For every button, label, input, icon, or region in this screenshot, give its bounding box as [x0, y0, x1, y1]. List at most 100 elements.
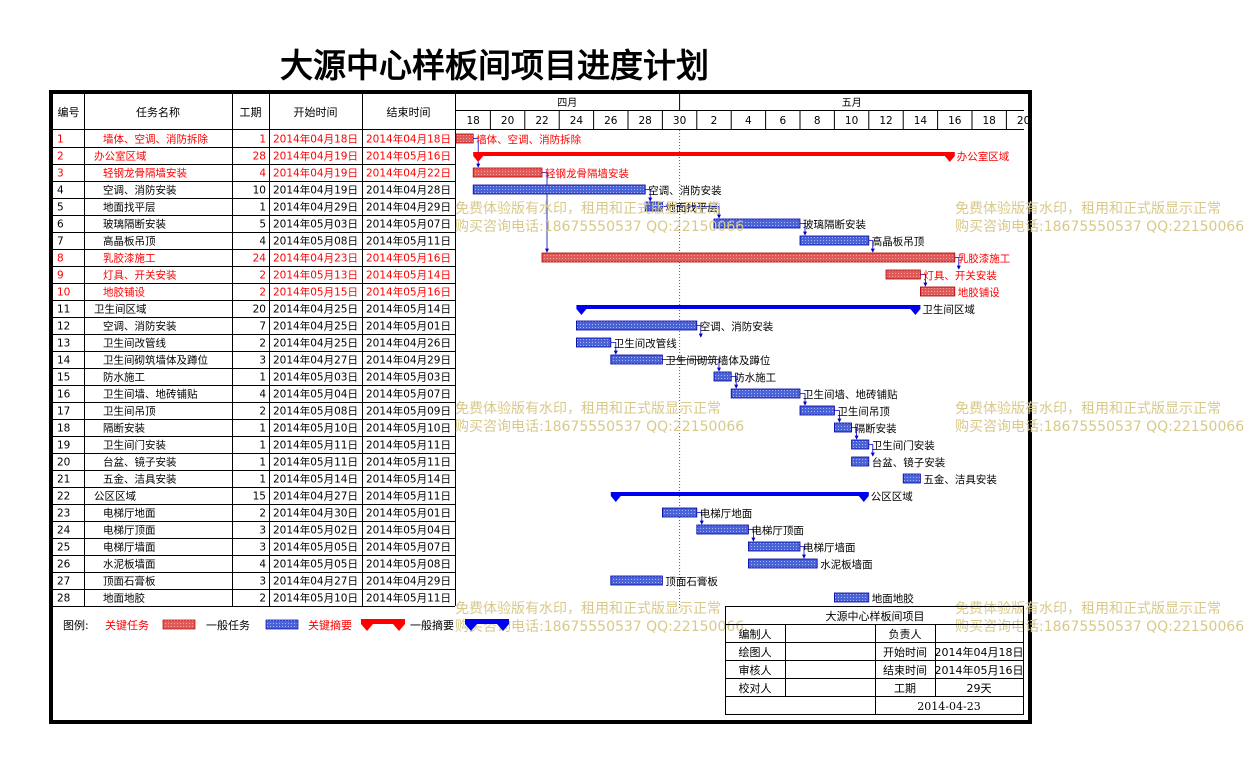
bar-label: 水泥板墙面 — [820, 558, 873, 571]
task-duration: 4 — [259, 168, 266, 180]
task-start: 2014年04月27日 — [273, 575, 358, 588]
task-name: 地胶铺设 — [103, 286, 145, 299]
task-name: 空调、消防安装 — [103, 320, 177, 333]
task-end: 2014年05月16日 — [366, 150, 451, 163]
dependency-link — [731, 376, 739, 389]
watermark-text: 购买咨询电话:18675550537 QQ:22150066 — [455, 619, 745, 635]
dependency-link — [610, 342, 618, 355]
task-start: 2014年05月14日 — [273, 473, 358, 486]
day-tick-label: 28 — [639, 115, 652, 127]
bar-label: 地胶铺设 — [958, 286, 1000, 299]
task-end: 2014年04月29日 — [366, 575, 451, 588]
task-start: 2014年05月03日 — [273, 218, 358, 231]
task-name: 卫生间吊顶 — [103, 405, 156, 418]
duration-label: 工期 — [894, 682, 916, 695]
task-duration: 2 — [259, 270, 266, 282]
watermark-text: 免费体验版有水印，租用和正式版显示正常 — [455, 601, 721, 617]
task-start: 2014年05月05日 — [273, 541, 358, 554]
task-duration: 1 — [259, 372, 266, 384]
task-id: 18 — [57, 423, 70, 435]
bar-label: 灯具、开关安装 — [923, 269, 997, 282]
task-bar — [799, 405, 835, 416]
editor-label: 编制人 — [739, 627, 772, 641]
task-bar — [610, 575, 663, 586]
task-end: 2014年04月26日 — [366, 337, 451, 350]
col-id-header: 编号 — [58, 105, 80, 119]
end-value: 2014年05月16日 — [935, 663, 1024, 677]
col-duration-header: 工期 — [240, 106, 262, 119]
task-bar — [713, 218, 801, 229]
watermark-text: 购买咨询电话:18675550537 QQ:22150066 — [955, 219, 1245, 235]
task-id: 19 — [57, 440, 70, 452]
dependency-link — [868, 444, 875, 457]
legend: 图例: 关键任务 一般任务 关键摘要 一般摘要 — [63, 618, 509, 632]
duration-value: 29天 — [967, 682, 992, 695]
bar-label: 地面找平层 — [665, 201, 718, 214]
bar-label: 墙体、空调、消防拆除 — [476, 133, 581, 146]
task-start: 2014年05月10日 — [273, 592, 358, 605]
task-end: 2014年05月11日 — [366, 439, 451, 452]
bar-label: 卫生间改管线 — [614, 337, 677, 350]
day-tick-label: 30 — [673, 115, 686, 127]
task-bar — [834, 592, 870, 603]
task-bar — [541, 252, 956, 263]
day-tick-label: 18 — [467, 115, 480, 127]
day-tick-label: 12 — [879, 115, 892, 127]
summary-bar — [576, 305, 921, 315]
bar-label: 高晶板吊顶 — [872, 235, 925, 248]
task-name: 卫生间门安装 — [103, 439, 166, 452]
sheet-frame — [49, 90, 1032, 724]
task-bar — [662, 507, 698, 518]
task-bar — [799, 235, 870, 246]
dependency-link — [662, 206, 721, 219]
bar-label: 电梯厅墙面 — [803, 541, 856, 554]
task-name: 地面地胶 — [103, 592, 145, 605]
task-duration: 4 — [259, 236, 266, 248]
task-bar — [472, 167, 543, 178]
task-duration: 1 — [259, 134, 266, 146]
task-end: 2014年05月16日 — [366, 252, 451, 265]
task-id: 14 — [57, 355, 71, 367]
task-start: 2014年04月27日 — [273, 354, 358, 367]
legend-prefix: 图例: — [63, 618, 89, 632]
month-label-may: 五月 — [842, 97, 862, 109]
bar-label: 公区区域 — [871, 490, 913, 503]
watermark-text: 免费体验版有水印，租用和正式版显示正常 — [955, 601, 1221, 617]
task-id: 13 — [57, 338, 70, 350]
task-start: 2014年05月13日 — [273, 269, 358, 282]
task-duration: 7 — [259, 321, 266, 333]
watermark-text: 购买咨询电话:18675550537 QQ:22150066 — [455, 219, 745, 235]
task-name: 高晶板吊顶 — [103, 235, 156, 248]
task-start: 2014年04月30日 — [273, 507, 358, 520]
summary-bar — [610, 492, 869, 502]
task-name: 水泥板墙面 — [103, 558, 156, 571]
task-duration: 15 — [253, 491, 266, 503]
watermark-text: 免费体验版有水印，租用和正式版显示正常 — [955, 401, 1221, 417]
bar-label: 地面地胶 — [872, 592, 914, 605]
task-end: 2014年04月29日 — [366, 201, 451, 214]
end-label: 结束时间 — [883, 664, 927, 677]
task-end: 2014年05月07日 — [366, 388, 451, 401]
task-name: 玻璃隔断安装 — [103, 218, 166, 231]
day-tick-label: 20 — [501, 115, 514, 127]
owner-label: 负责人 — [889, 627, 922, 641]
bar-label: 卫生间墙、地砖铺贴 — [803, 388, 898, 401]
task-bar — [902, 473, 921, 484]
task-bar — [851, 456, 870, 467]
task-name: 地面找平层 — [103, 201, 156, 214]
task-start: 2014年04月25日 — [273, 303, 358, 316]
task-name: 卫生间改管线 — [103, 337, 166, 350]
task-id: 2 — [57, 151, 64, 163]
task-name: 顶面石膏板 — [103, 575, 156, 588]
task-start: 2014年05月15日 — [273, 286, 358, 299]
dependency-link — [662, 359, 721, 372]
task-id: 6 — [57, 219, 64, 231]
dependency-link — [542, 172, 549, 253]
bar-label: 乳胶漆施工 — [958, 252, 1011, 265]
task-duration: 2 — [259, 287, 266, 299]
task-start: 2014年04月19日 — [273, 167, 358, 180]
task-end: 2014年05月11日 — [366, 490, 451, 503]
page-title: 大源中心样板间项目进度计划 — [280, 46, 709, 85]
watermark-text: 购买咨询电话:18675550537 QQ:22150066 — [955, 619, 1245, 635]
day-tick-label: 8 — [814, 115, 821, 127]
